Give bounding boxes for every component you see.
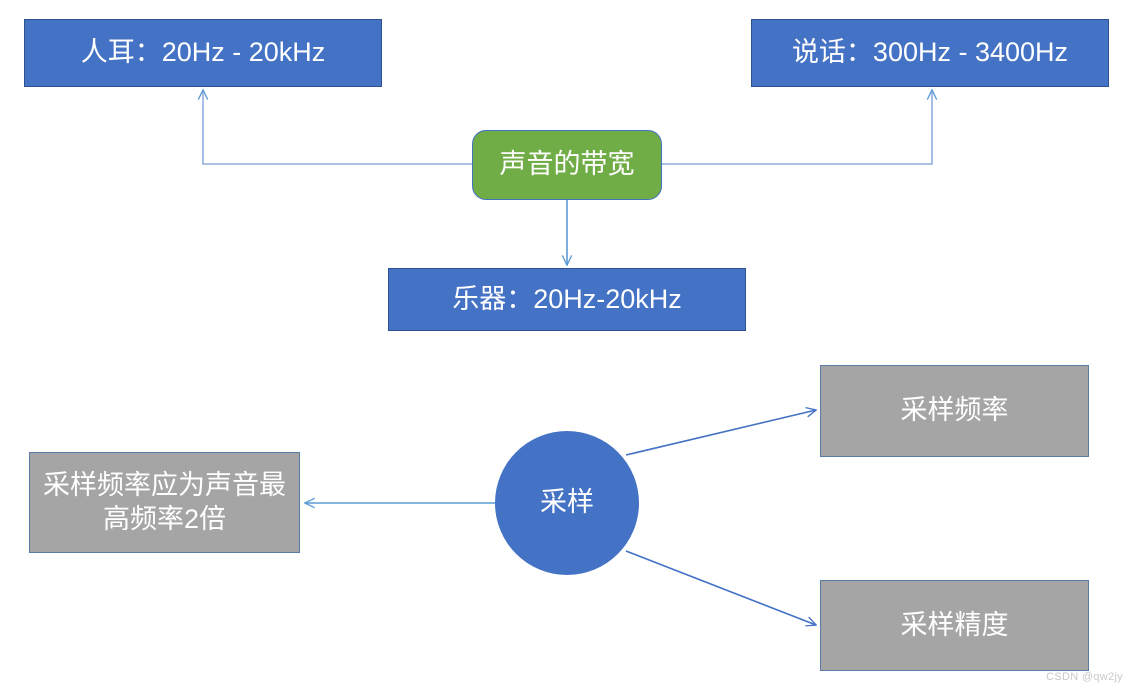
csdn-watermark: CSDN @qw2jy (1046, 671, 1123, 683)
node-speech-range[interactable]: 说话：300Hz - 3400Hz (751, 19, 1109, 87)
edge-sampling-to-rate (625, 410, 816, 456)
node-sampling-rule[interactable]: 采样频率应为声音最高频率2倍 (29, 452, 300, 553)
node-sampling-precision[interactable]: 采样精度 (820, 580, 1089, 671)
node-sampling[interactable]: 采样 (495, 431, 639, 575)
node-human-ear-range[interactable]: 人耳：20Hz - 20kHz (24, 19, 382, 87)
edge-bandwidth-to-ear (203, 90, 472, 165)
node-sound-bandwidth[interactable]: 声音的带宽 (472, 130, 662, 200)
node-instrument-range[interactable]: 乐器：20Hz-20kHz (388, 268, 746, 331)
edge-sampling-to-precision (625, 550, 816, 625)
edge-bandwidth-to-speech (662, 90, 932, 165)
node-sampling-rate[interactable]: 采样频率 (820, 365, 1089, 457)
